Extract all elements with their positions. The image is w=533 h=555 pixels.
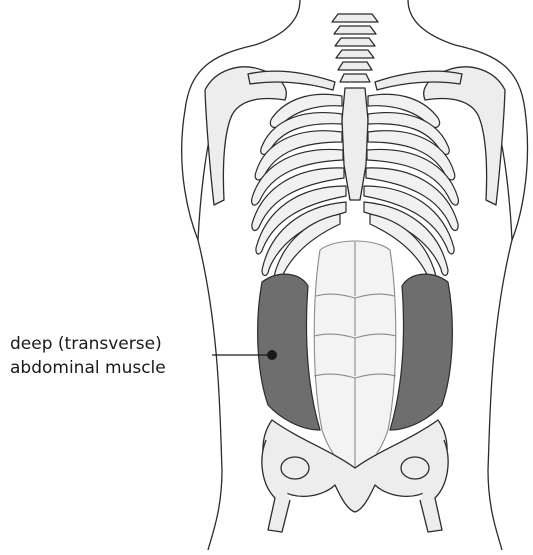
deep-abdominal-muscle-right <box>390 274 452 430</box>
deep-abdominal-muscle-left <box>258 274 320 430</box>
cervical-spine <box>332 14 378 82</box>
label-leader-dot <box>267 350 277 360</box>
right-hip-socket <box>401 457 429 479</box>
sternum <box>342 88 368 200</box>
muscle-label-line2: abdominal muscle <box>10 357 166 379</box>
left-hip-socket <box>281 457 309 479</box>
muscle-label-line1: deep (transverse) <box>10 333 162 355</box>
